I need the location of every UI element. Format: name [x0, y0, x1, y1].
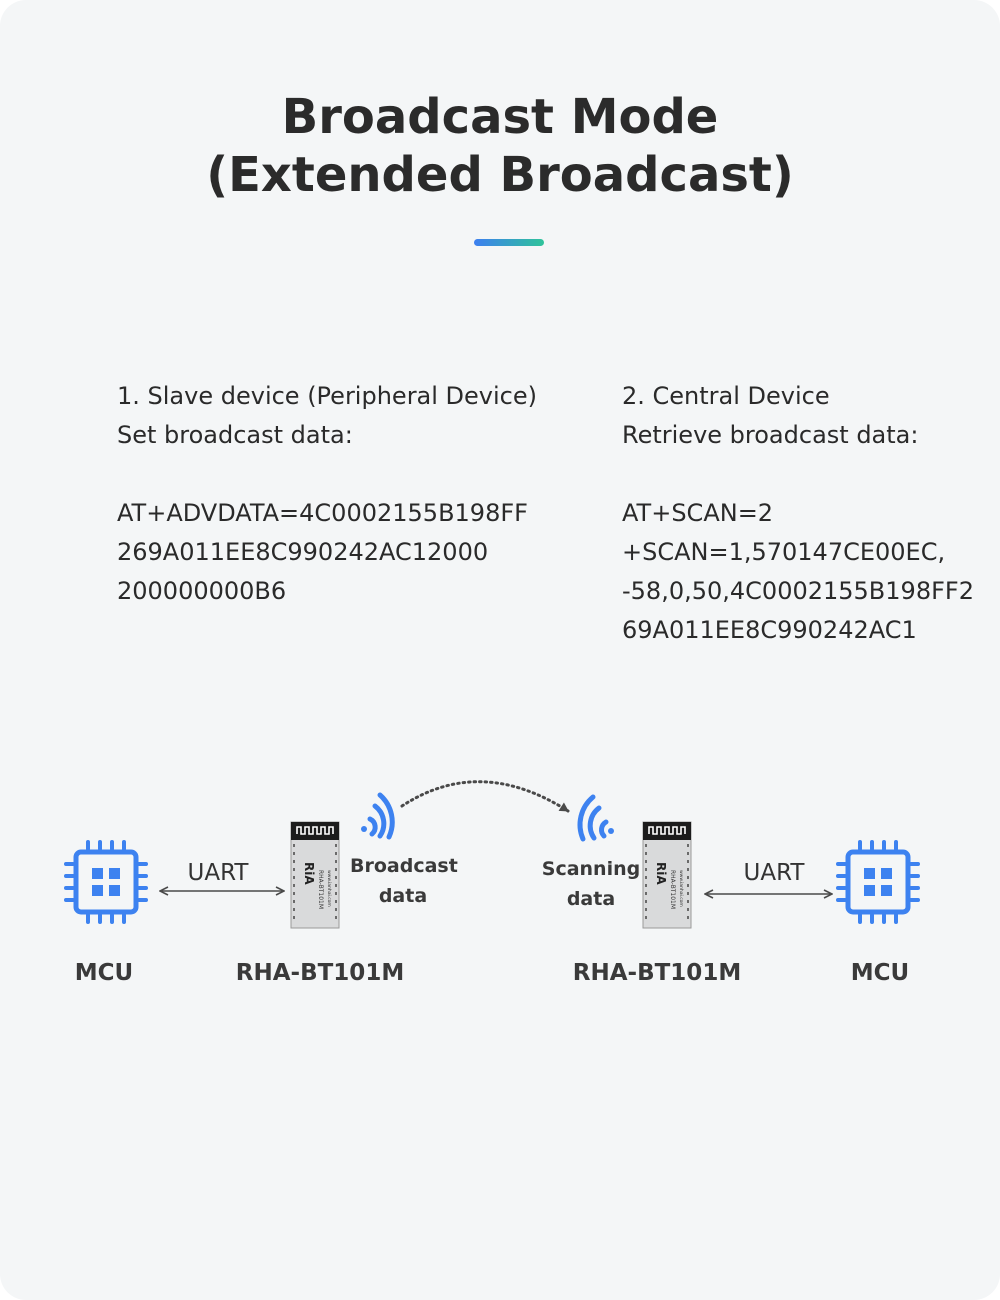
mcu-left-icon: [66, 842, 146, 922]
module-left-image: RiA RHA-BT101M www.ianhai.com: [290, 821, 340, 929]
title-accent-bar: [474, 239, 544, 246]
module-right-label: RHA-BT101M: [572, 960, 742, 986]
broadcast-wave-icon: [361, 792, 395, 840]
central-code-line: 69A011EE8C990242AC1: [622, 616, 917, 644]
mcu-right-label: MCU: [850, 960, 910, 986]
slave-code-line: AT+ADVDATA=4C0002155B198FF: [117, 499, 528, 527]
central-code-line: +SCAN=1,570147CE00EC,: [622, 538, 946, 566]
module-right-url: www.ianhai.com: [678, 870, 684, 907]
module-right-logo: RiA: [654, 862, 668, 885]
title-line-2: (Extended Broadcast): [206, 147, 794, 203]
scanning-data-label: Scanning data: [538, 854, 644, 914]
central-section: 2. Central Device Retrieve broadcast dat…: [622, 377, 974, 650]
slave-subheading: Set broadcast data:: [117, 421, 353, 449]
central-code-line: -58,0,50,4C0002155B198FF2: [622, 577, 974, 605]
uart-left-label: UART: [187, 860, 249, 886]
central-code-line: AT+SCAN=2: [622, 499, 774, 527]
module-left-url: www.ianhai.com: [326, 870, 332, 907]
slave-code-line: 269A011EE8C990242AC12000: [117, 538, 489, 566]
central-heading: 2. Central Device: [622, 382, 830, 410]
scanning-label-line-2: data: [566, 888, 616, 910]
slave-code-line: 200000000B6: [117, 577, 287, 605]
module-left-logo: RiA: [302, 862, 316, 885]
scanning-wave-icon: [577, 794, 614, 842]
transmission-arc: [400, 780, 570, 813]
module-left-model: RHA-BT101M: [317, 870, 324, 909]
broadcast-data-label: Broadcast data: [350, 851, 458, 911]
module-left-label: RHA-BT101M: [235, 960, 405, 986]
uart-right-label: UART: [743, 860, 805, 886]
module-right-model: RHA-BT101M: [669, 870, 676, 909]
central-subheading: Retrieve broadcast data:: [622, 421, 919, 449]
broadcast-label-line-1: Broadcast: [350, 855, 458, 877]
page-title: Broadcast Mode (Extended Broadcast): [0, 88, 1000, 204]
broadcast-label-line-2: data: [378, 885, 428, 907]
scanning-label-line-1: Scanning: [541, 858, 641, 880]
slave-section: 1. Slave device (Peripheral Device) Set …: [117, 377, 537, 611]
mcu-left-label: MCU: [74, 960, 134, 986]
slave-heading: 1. Slave device (Peripheral Device): [117, 382, 537, 410]
mcu-right-icon: [838, 842, 918, 922]
title-line-1: Broadcast Mode: [281, 89, 719, 145]
module-right-image: RiA RHA-BT101M www.ianhai.com: [642, 821, 692, 929]
